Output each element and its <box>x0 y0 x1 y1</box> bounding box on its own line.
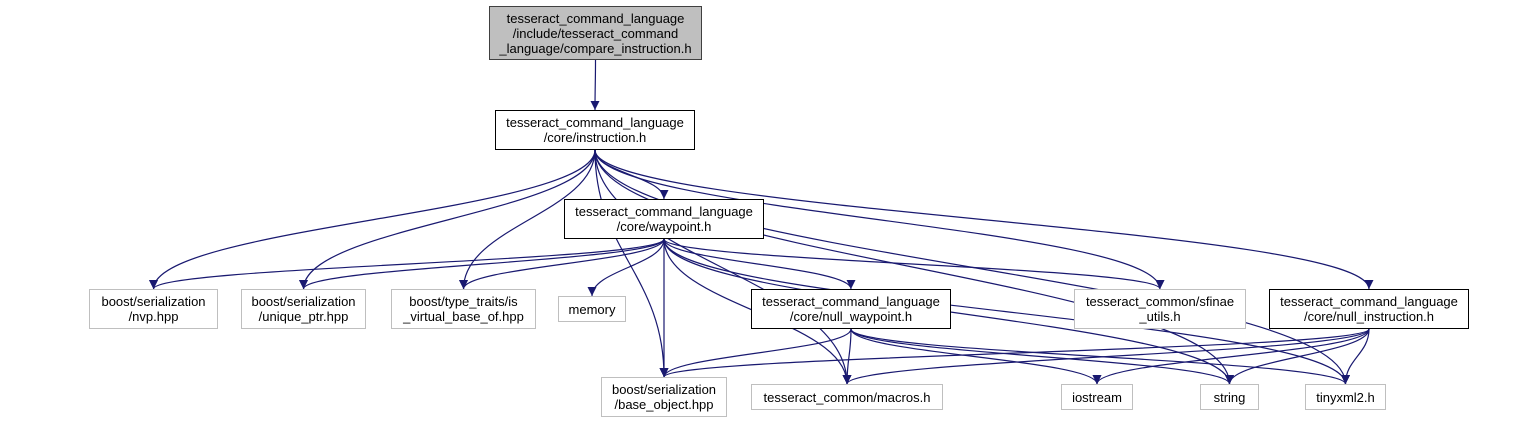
edge-instruction-to-waypoint <box>594 149 669 200</box>
node-label-line: tesseract_command_language <box>506 10 685 26</box>
node-label-line: /core/null_instruction.h <box>1303 309 1435 324</box>
node-label-line: /unique_ptr.hpp <box>258 309 349 324</box>
edge-null_waypoint-to-string <box>850 328 1234 385</box>
node-label-line: _utils.h <box>1139 309 1181 324</box>
node-label-line: /nvp.hpp <box>128 309 179 324</box>
node-label-line: boost/type_traits/is <box>409 294 518 309</box>
node-macros-h: tesseract_common/macros.h <box>751 384 943 410</box>
node-null-waypoint-h[interactable]: tesseract_command_language /core/null_wa… <box>751 289 951 329</box>
node-nvp-hpp: boost/serialization /nvp.hpp <box>89 289 218 329</box>
node-string: string <box>1200 384 1259 410</box>
edge-compare_instruction-to-instruction <box>590 59 600 111</box>
node-label-line: tesseract_command_language <box>762 294 940 309</box>
node-label-line: iostream <box>1072 389 1122 405</box>
node-iostream: iostream <box>1061 384 1133 410</box>
edge-waypoint-to-unique_ptr <box>299 238 665 290</box>
edge-instruction-to-unique_ptr <box>299 149 596 290</box>
edge-instruction-to-null_instruction <box>594 149 1374 290</box>
edge-null_instruction-to-tinyxml2 <box>1341 328 1370 385</box>
node-label-line: tesseract_command_language <box>575 204 753 219</box>
edge-null_waypoint-to-base_object <box>659 328 852 378</box>
node-label-line: /base_object.hpp <box>614 397 714 412</box>
node-tinyxml2-h: tinyxml2.h <box>1305 384 1386 410</box>
edge-null_instruction-to-iostream <box>1092 328 1370 385</box>
edge-waypoint-to-nvp <box>149 238 665 290</box>
node-compare-instruction-h: tesseract_command_language /include/tess… <box>489 6 702 60</box>
edge-instruction-to-is_virtual_base_of <box>459 149 596 290</box>
edge-instruction-to-macros <box>594 149 852 385</box>
edge-waypoint-to-is_virtual_base_of <box>459 238 665 290</box>
edge-null_instruction-to-base_object <box>659 328 1370 378</box>
edge-instruction-to-base_object <box>594 149 669 378</box>
node-label-line: memory <box>568 301 616 317</box>
node-label-line: boost/serialization <box>251 294 356 309</box>
edge-waypoint-to-tinyxml2 <box>663 238 1350 385</box>
node-is-virtual-base-of-hpp: boost/type_traits/is _virtual_base_of.hp… <box>391 289 536 329</box>
node-label-line: tesseract_common/sfinae <box>1085 294 1235 309</box>
edge-null_waypoint-to-iostream <box>850 328 1102 385</box>
edge-waypoint-to-null_waypoint <box>663 238 856 290</box>
node-instruction-h[interactable]: tesseract_command_language /core/instruc… <box>495 110 695 150</box>
node-null-instruction-h[interactable]: tesseract_command_language /core/null_in… <box>1269 289 1469 329</box>
node-label-line: tinyxml2.h <box>1316 389 1375 405</box>
edge-waypoint-to-sfinae_utils <box>663 238 1165 290</box>
edge-waypoint-to-memory <box>587 238 665 297</box>
node-label-line: tesseract_common/macros.h <box>763 389 931 405</box>
node-label-line: _language/compare_instruction.h <box>499 40 692 56</box>
node-memory: memory <box>558 296 626 322</box>
edge-null_waypoint-to-macros <box>842 328 852 385</box>
node-label-line: boost/serialization <box>101 294 206 309</box>
edge-instruction-to-sfinae_utils <box>594 149 1165 290</box>
node-label-line: /core/null_waypoint.h <box>789 309 913 324</box>
edge-instruction-to-string <box>594 149 1234 385</box>
node-label-line: /include/tesseract_command <box>512 25 679 41</box>
node-label-line: _virtual_base_of.hpp <box>403 309 524 324</box>
node-label-line: boost/serialization <box>611 382 717 397</box>
edge-instruction-to-nvp <box>149 149 596 290</box>
node-label-line: /core/instruction.h <box>543 130 647 145</box>
edge-null_instruction-to-macros <box>842 328 1370 385</box>
node-unique-ptr-hpp: boost/serialization /unique_ptr.hpp <box>241 289 366 329</box>
node-sfinae-utils-h: tesseract_common/sfinae _utils.h <box>1074 289 1246 329</box>
node-base-object-hpp: boost/serialization /base_object.hpp <box>601 377 727 417</box>
node-waypoint-h[interactable]: tesseract_command_language /core/waypoin… <box>564 199 764 239</box>
node-label-line: tesseract_command_language <box>506 115 684 130</box>
node-label-line: /core/waypoint.h <box>616 219 712 234</box>
node-label-line: tesseract_command_language <box>1280 294 1458 309</box>
node-label-line: string <box>1213 389 1246 405</box>
edge-null_instruction-to-string <box>1225 328 1370 385</box>
